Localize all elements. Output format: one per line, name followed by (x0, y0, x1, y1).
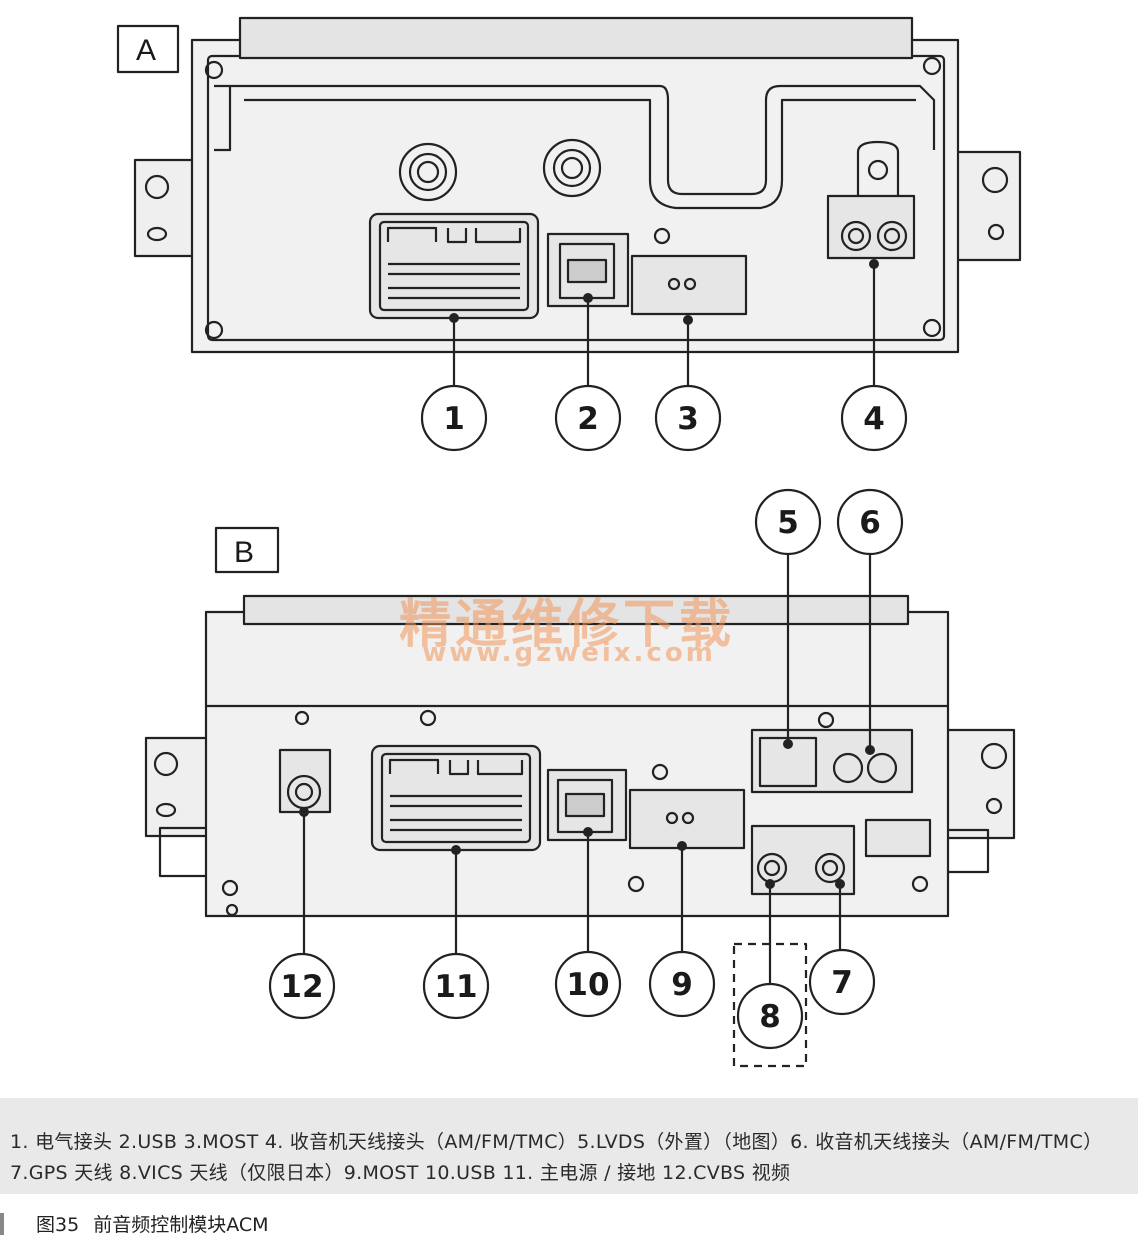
callout-1 (420, 384, 488, 452)
callout-9 (648, 950, 716, 1018)
figure-caption: 图35 前音频控制模块ACM (36, 1210, 283, 1237)
callout-5-text: 5 (777, 505, 799, 541)
panel-a-label: A (136, 34, 156, 67)
callout-3-text: 3 (677, 401, 699, 437)
connector-1-electrical (368, 212, 540, 320)
callout-2 (554, 384, 622, 452)
figure-number: 图35 (36, 1214, 80, 1236)
callout-9-text: 9 (671, 967, 693, 1003)
callout-11 (422, 952, 490, 1020)
connector-5-lvds (750, 728, 914, 794)
panel-a-box (116, 24, 180, 74)
connector-10-usb (546, 768, 628, 842)
callout-7 (808, 948, 876, 1016)
left-bracket-b (144, 736, 206, 838)
panel-a (116, 16, 1022, 452)
connector-12-cvbs (278, 748, 332, 814)
callout-10-text: 10 (566, 967, 609, 1003)
callout-4-text: 4 (863, 401, 885, 437)
right-bracket-a (952, 150, 1022, 262)
connector-4-antenna (826, 140, 916, 260)
callout-12-text: 12 (280, 969, 323, 1005)
callout-8 (736, 982, 804, 1050)
callout-7-text: 7 (831, 965, 853, 1001)
callout-3 (654, 384, 722, 452)
callout-12 (268, 952, 336, 1020)
left-bracket-a (133, 158, 192, 258)
screw-icons-a (204, 56, 942, 340)
callout-11-text: 11 (434, 969, 477, 1005)
right-bracket-b (948, 728, 1016, 840)
callout-10 (554, 950, 622, 1018)
panel-b (144, 488, 1016, 1068)
legend-panel (0, 1098, 1138, 1194)
callout-6 (836, 488, 904, 556)
connector-3-most (630, 254, 748, 316)
callout-4 (840, 384, 908, 452)
panel-b-label: B (234, 536, 254, 569)
figure-title: 前音频控制模块ACM (93, 1214, 269, 1236)
callout-5 (754, 488, 822, 556)
callout-2-text: 2 (577, 401, 599, 437)
callout-1-text: 1 (443, 401, 465, 437)
leaders-a (452, 264, 876, 390)
panel-b-box (214, 526, 280, 574)
connector-11-power (370, 744, 542, 852)
legend-text: 1. 电气接头 2.USB 3.MOST 4. 收音机天线接头（AM/FM/TM… (10, 1131, 1103, 1184)
connector-9-most (628, 788, 746, 850)
figure-marker (0, 1213, 4, 1235)
callout-8-text: 8 (759, 999, 781, 1035)
connector-6-antenna (832, 752, 898, 784)
acm-diagram: A B 1 2 3 4 5 6 12 11 10 9 7 8 (116, 16, 1022, 1068)
callout-6-text: 6 (859, 505, 881, 541)
